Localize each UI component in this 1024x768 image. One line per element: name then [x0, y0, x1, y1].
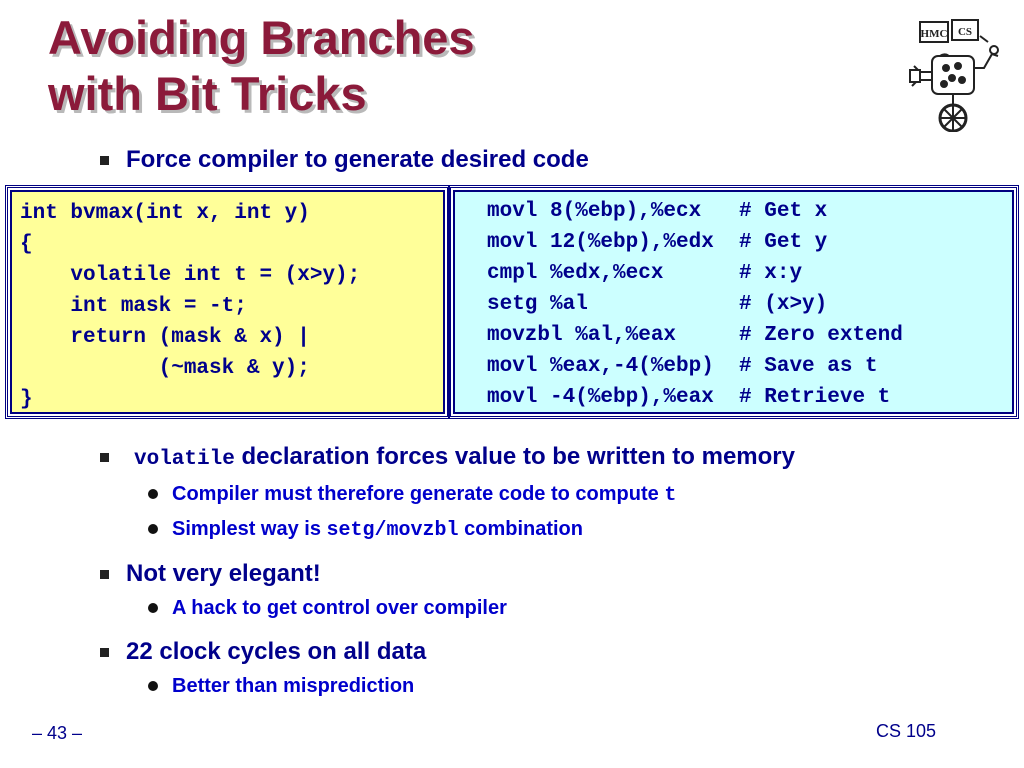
assembly-code-block: movl 8(%ebp),%ecx # Get x movl 12(%ebp),%… — [487, 196, 903, 413]
sub-bullet-compute-t: Compiler must therefore generate code to… — [148, 481, 677, 509]
asm-code-line: cmpl %edx,%ecx # x:y — [487, 262, 803, 285]
asm-code-line: movzbl %al,%eax # Zero extend — [487, 324, 903, 347]
sub-bullet-code: setg/movzbl — [326, 519, 459, 542]
c-code-box: int bvmax(int x, int y) { volatile int t … — [5, 185, 450, 419]
square-bullet-icon — [100, 156, 109, 165]
sub-bullet-code: t — [664, 484, 677, 507]
slide-title: Avoiding Branches with Bit Tricks — [48, 10, 475, 122]
hmc-cs-robot-logo-icon: HMC CS — [909, 19, 999, 132]
square-bullet-icon — [100, 570, 109, 579]
bullet-volatile: volatile declaration forces value to be … — [100, 442, 795, 475]
bullet-text: 22 clock cycles on all data — [126, 638, 427, 665]
c-code-block: int bvmax(int x, int y) { volatile int t … — [20, 198, 360, 415]
c-code-line: int bvmax(int x, int y) — [20, 202, 310, 225]
asm-code-line: movl 8(%ebp),%ecx # Get x — [487, 200, 828, 223]
title-line-2: with Bit Tricks — [48, 67, 367, 120]
sub-bullet-simplest-way: Simplest way is setg/movzbl combination — [148, 516, 583, 544]
round-bullet-icon — [148, 603, 158, 613]
asm-code-line: setg %al # (x>y) — [487, 293, 828, 316]
round-bullet-icon — [148, 489, 158, 499]
bullet-text: Force compiler to generate desired code — [126, 146, 589, 173]
sub-bullet-text: combination — [458, 518, 583, 540]
bullet-force-compiler: Force compiler to generate desired code — [100, 145, 589, 175]
logo-cs-text: CS — [958, 26, 972, 38]
logo-hmc-text: HMC — [921, 28, 948, 40]
bullet-text: Not very elegant! — [126, 560, 321, 587]
round-bullet-icon — [148, 524, 158, 534]
assembly-code-box: movl 8(%ebp),%ecx # Get x movl 12(%ebp),%… — [448, 185, 1019, 419]
bullet-not-elegant: Not very elegant! — [100, 559, 321, 589]
c-code-line: return (mask & x) | — [20, 326, 310, 349]
page-number: – 43 – — [32, 723, 83, 743]
square-bullet-icon — [100, 648, 109, 657]
title-line-1: Avoiding Branches — [48, 11, 475, 64]
sub-bullet-text: Better than misprediction — [172, 675, 415, 697]
c-code-line: } — [20, 388, 33, 411]
sub-bullet-misprediction: Better than misprediction — [148, 673, 415, 699]
c-code-line: volatile int t = (x>y); — [20, 264, 361, 287]
c-code-line: int mask = -t; — [20, 295, 247, 318]
sub-bullet-text: Simplest way is — [172, 518, 327, 540]
volatile-keyword: volatile — [134, 448, 235, 471]
bullet-clock-cycles: 22 clock cycles on all data — [100, 637, 427, 667]
asm-code-line: movl %eax,-4(%ebp) # Save as t — [487, 355, 878, 378]
asm-code-line: movl -4(%ebp),%eax # Retrieve t — [487, 386, 891, 409]
square-bullet-icon — [100, 453, 109, 462]
c-code-line: (~mask & y); — [20, 357, 310, 380]
sub-bullet-text: A hack to get control over compiler — [172, 597, 507, 619]
round-bullet-icon — [148, 681, 158, 691]
bullet-text: declaration forces value to be written t… — [234, 443, 795, 470]
asm-code-line: movl 12(%ebp),%edx # Get y — [487, 231, 828, 254]
course-label: CS 105 — [876, 721, 937, 741]
c-code-line: { — [20, 233, 33, 256]
sub-bullet-text: Compiler must therefore generate code to… — [172, 483, 665, 505]
sub-bullet-hack: A hack to get control over compiler — [148, 595, 507, 621]
